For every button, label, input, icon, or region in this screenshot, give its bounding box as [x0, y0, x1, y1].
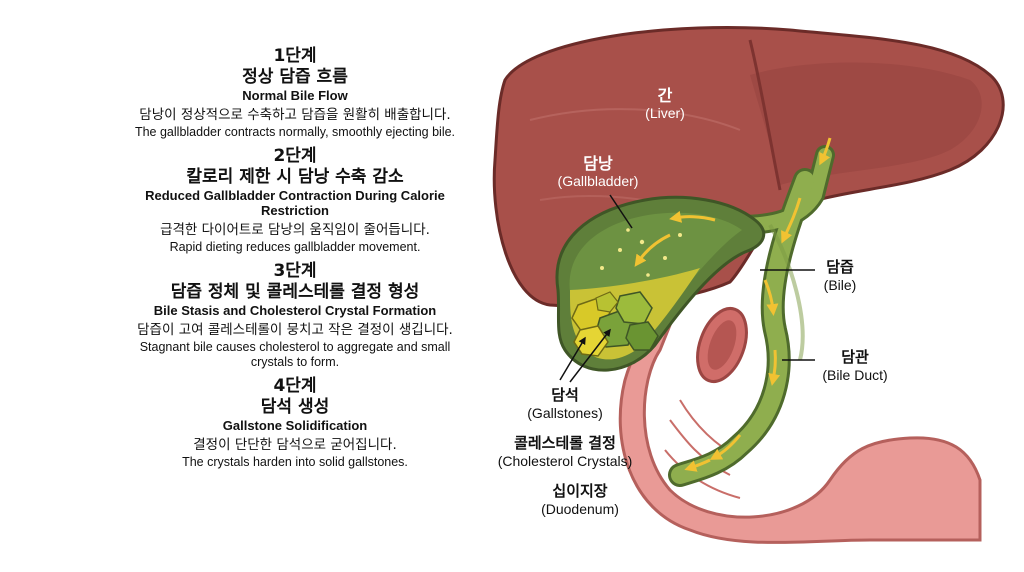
bile-duct-label-english: (Bile Duct) — [822, 367, 888, 383]
bile-label-korean: 담즙 — [826, 258, 854, 276]
step-number: 3단계 — [273, 261, 317, 281]
step-number: 4단계 — [273, 376, 317, 396]
gallstones-label-korean: 담석 — [551, 386, 579, 404]
step-description-english: The gallbladder contracts normally, smoo… — [134, 125, 456, 139]
anatomy-illustration: 간 (Liver) 담낭 (Gallbladder) 담즙 (Bile) 담관 … — [470, 20, 1024, 572]
step-number: 1단계 — [273, 46, 317, 66]
step-list: 1단계 정상 담즙 흐름 Normal Bile Flow 담낭이 정상적으로 … — [60, 46, 530, 476]
gallstones-label-english: (Gallstones) — [527, 405, 603, 421]
bile-duct-label-korean: 담관 — [841, 348, 869, 366]
step-description-korean: 담즙이 고여 콜레스테롤이 뭉치고 작은 결정이 생깁니다. — [137, 322, 453, 338]
crystals-label-korean: 콜레스테롤 결정 — [514, 434, 616, 452]
duodenum-label-korean: 십이지장 — [552, 482, 608, 500]
step-3: 3단계 담즙 정체 및 콜레스테롤 결정 형성 Bile Stasis and … — [60, 261, 530, 370]
gallstones-cluster — [571, 291, 659, 357]
step-4: 4단계 담석 생성 Gallstone Solidification 결정이 단… — [60, 376, 530, 470]
bile-duct-label: 담관 (Bile Duct) — [805, 348, 905, 384]
step-description-korean: 급격한 다이어트로 담낭의 움직임이 줄어듭니다. — [160, 222, 430, 238]
leader-lines — [559, 194, 815, 383]
gallstones-label: 담석 (Gallstones) — [510, 386, 620, 422]
liver-label: 간 (Liver) — [625, 86, 705, 122]
step-description-korean: 담낭이 정상적으로 수축하고 담즙을 원활히 배출합니다. — [139, 107, 451, 123]
step-number: 2단계 — [273, 146, 317, 166]
bile-label: 담즙 (Bile) — [810, 258, 870, 294]
gallbladder-label-english: (Gallbladder) — [557, 173, 639, 189]
step-2: 2단계 칼로리 제한 시 담낭 수축 감소 Reduced Gallbladde… — [60, 146, 530, 255]
step-title-korean: 정상 담즙 흐름 — [242, 67, 348, 87]
gallbladder-label: 담낭 (Gallbladder) — [538, 154, 658, 190]
crystals-label-english: (Cholesterol Crystals) — [497, 453, 633, 469]
step-title-english: Gallstone Solidification — [222, 418, 368, 433]
step-1: 1단계 정상 담즙 흐름 Normal Bile Flow 담낭이 정상적으로 … — [60, 46, 530, 140]
gallbladder-label-korean: 담낭 — [583, 154, 613, 173]
bile-flow-arrows — [634, 137, 832, 472]
step-title-english: Bile Stasis and Cholesterol Crystal Form… — [153, 303, 437, 318]
duodenum-label-english: (Duodenum) — [541, 501, 619, 517]
step-description-english: Rapid dieting reduces gallbladder moveme… — [169, 240, 421, 254]
duodenum-label: 십이지장 (Duodenum) — [520, 482, 640, 518]
step-description-korean: 결정이 단단한 담석으로 굳어집니다. — [193, 437, 397, 453]
duodenum-shape — [618, 307, 982, 544]
liver-label-english: (Liver) — [645, 105, 685, 121]
anatomy-svg — [492, 25, 1005, 544]
step-title-korean: 담즙 정체 및 콜레스테롤 결정 형성 — [170, 282, 420, 302]
crystals-label: 콜레스테롤 결정 (Cholesterol Crystals) — [480, 434, 650, 470]
step-description-english: The crystals harden into solid gallstone… — [182, 455, 408, 469]
step-title-korean: 칼로리 제한 시 담낭 수축 감소 — [186, 167, 404, 187]
step-title-korean: 담석 생성 — [260, 397, 330, 417]
liver-label-korean: 간 — [657, 86, 673, 105]
step-description-english: Stagnant bile causes cholesterol to aggr… — [139, 340, 451, 369]
step-title-english: Reduced Gallbladder Contraction During C… — [145, 188, 445, 218]
bile-label-english: (Bile) — [823, 277, 857, 293]
step-title-english: Normal Bile Flow — [242, 88, 348, 103]
